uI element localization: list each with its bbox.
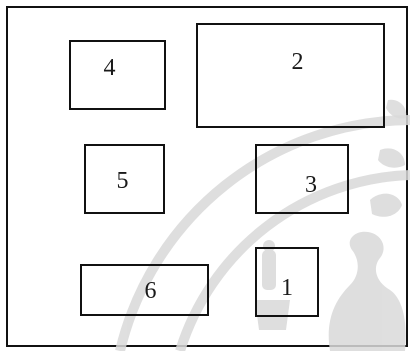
box-3-label: 3 bbox=[305, 172, 317, 198]
box-6: 6 bbox=[80, 264, 209, 316]
box-5-label: 5 bbox=[116, 168, 129, 194]
box-1: 1 bbox=[255, 247, 319, 317]
box-2: 2 bbox=[196, 23, 385, 128]
box-4: 4 bbox=[69, 40, 166, 110]
box-1-label: 1 bbox=[281, 275, 293, 301]
box-5: 5 bbox=[84, 144, 165, 214]
box-6-label: 6 bbox=[144, 278, 157, 304]
box-3: 3 bbox=[255, 144, 349, 214]
box-4-label: 4 bbox=[103, 55, 116, 81]
box-2-label: 2 bbox=[291, 48, 304, 75]
